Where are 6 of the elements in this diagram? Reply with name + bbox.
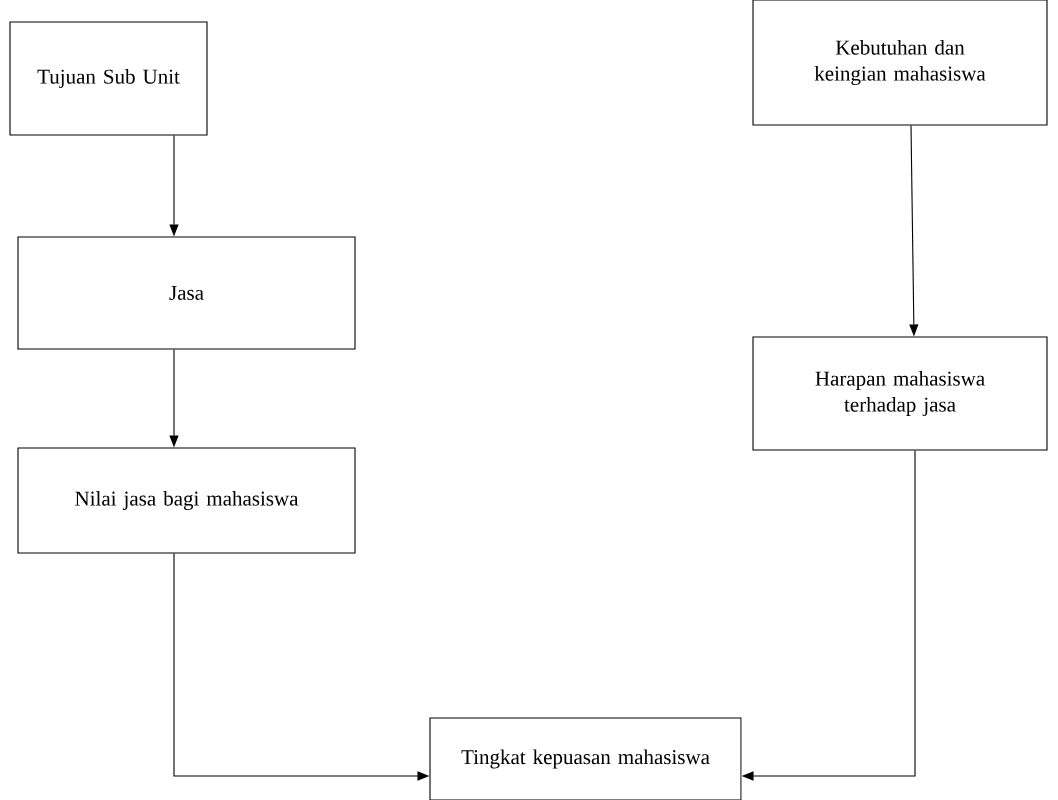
process-box: Tujuan Sub Unit <box>9 21 208 136</box>
process-box: Nilai jasa bagi mahasiswa <box>17 447 356 554</box>
process-box: Harapan mahasiswa terhadap jasa <box>752 336 1048 451</box>
process-box: Jasa <box>17 236 356 350</box>
process-box: Tingkat kepuasan mahasiswa <box>429 717 742 800</box>
process-box: Kebutuhan dan keingian mahasiswa <box>752 0 1048 126</box>
